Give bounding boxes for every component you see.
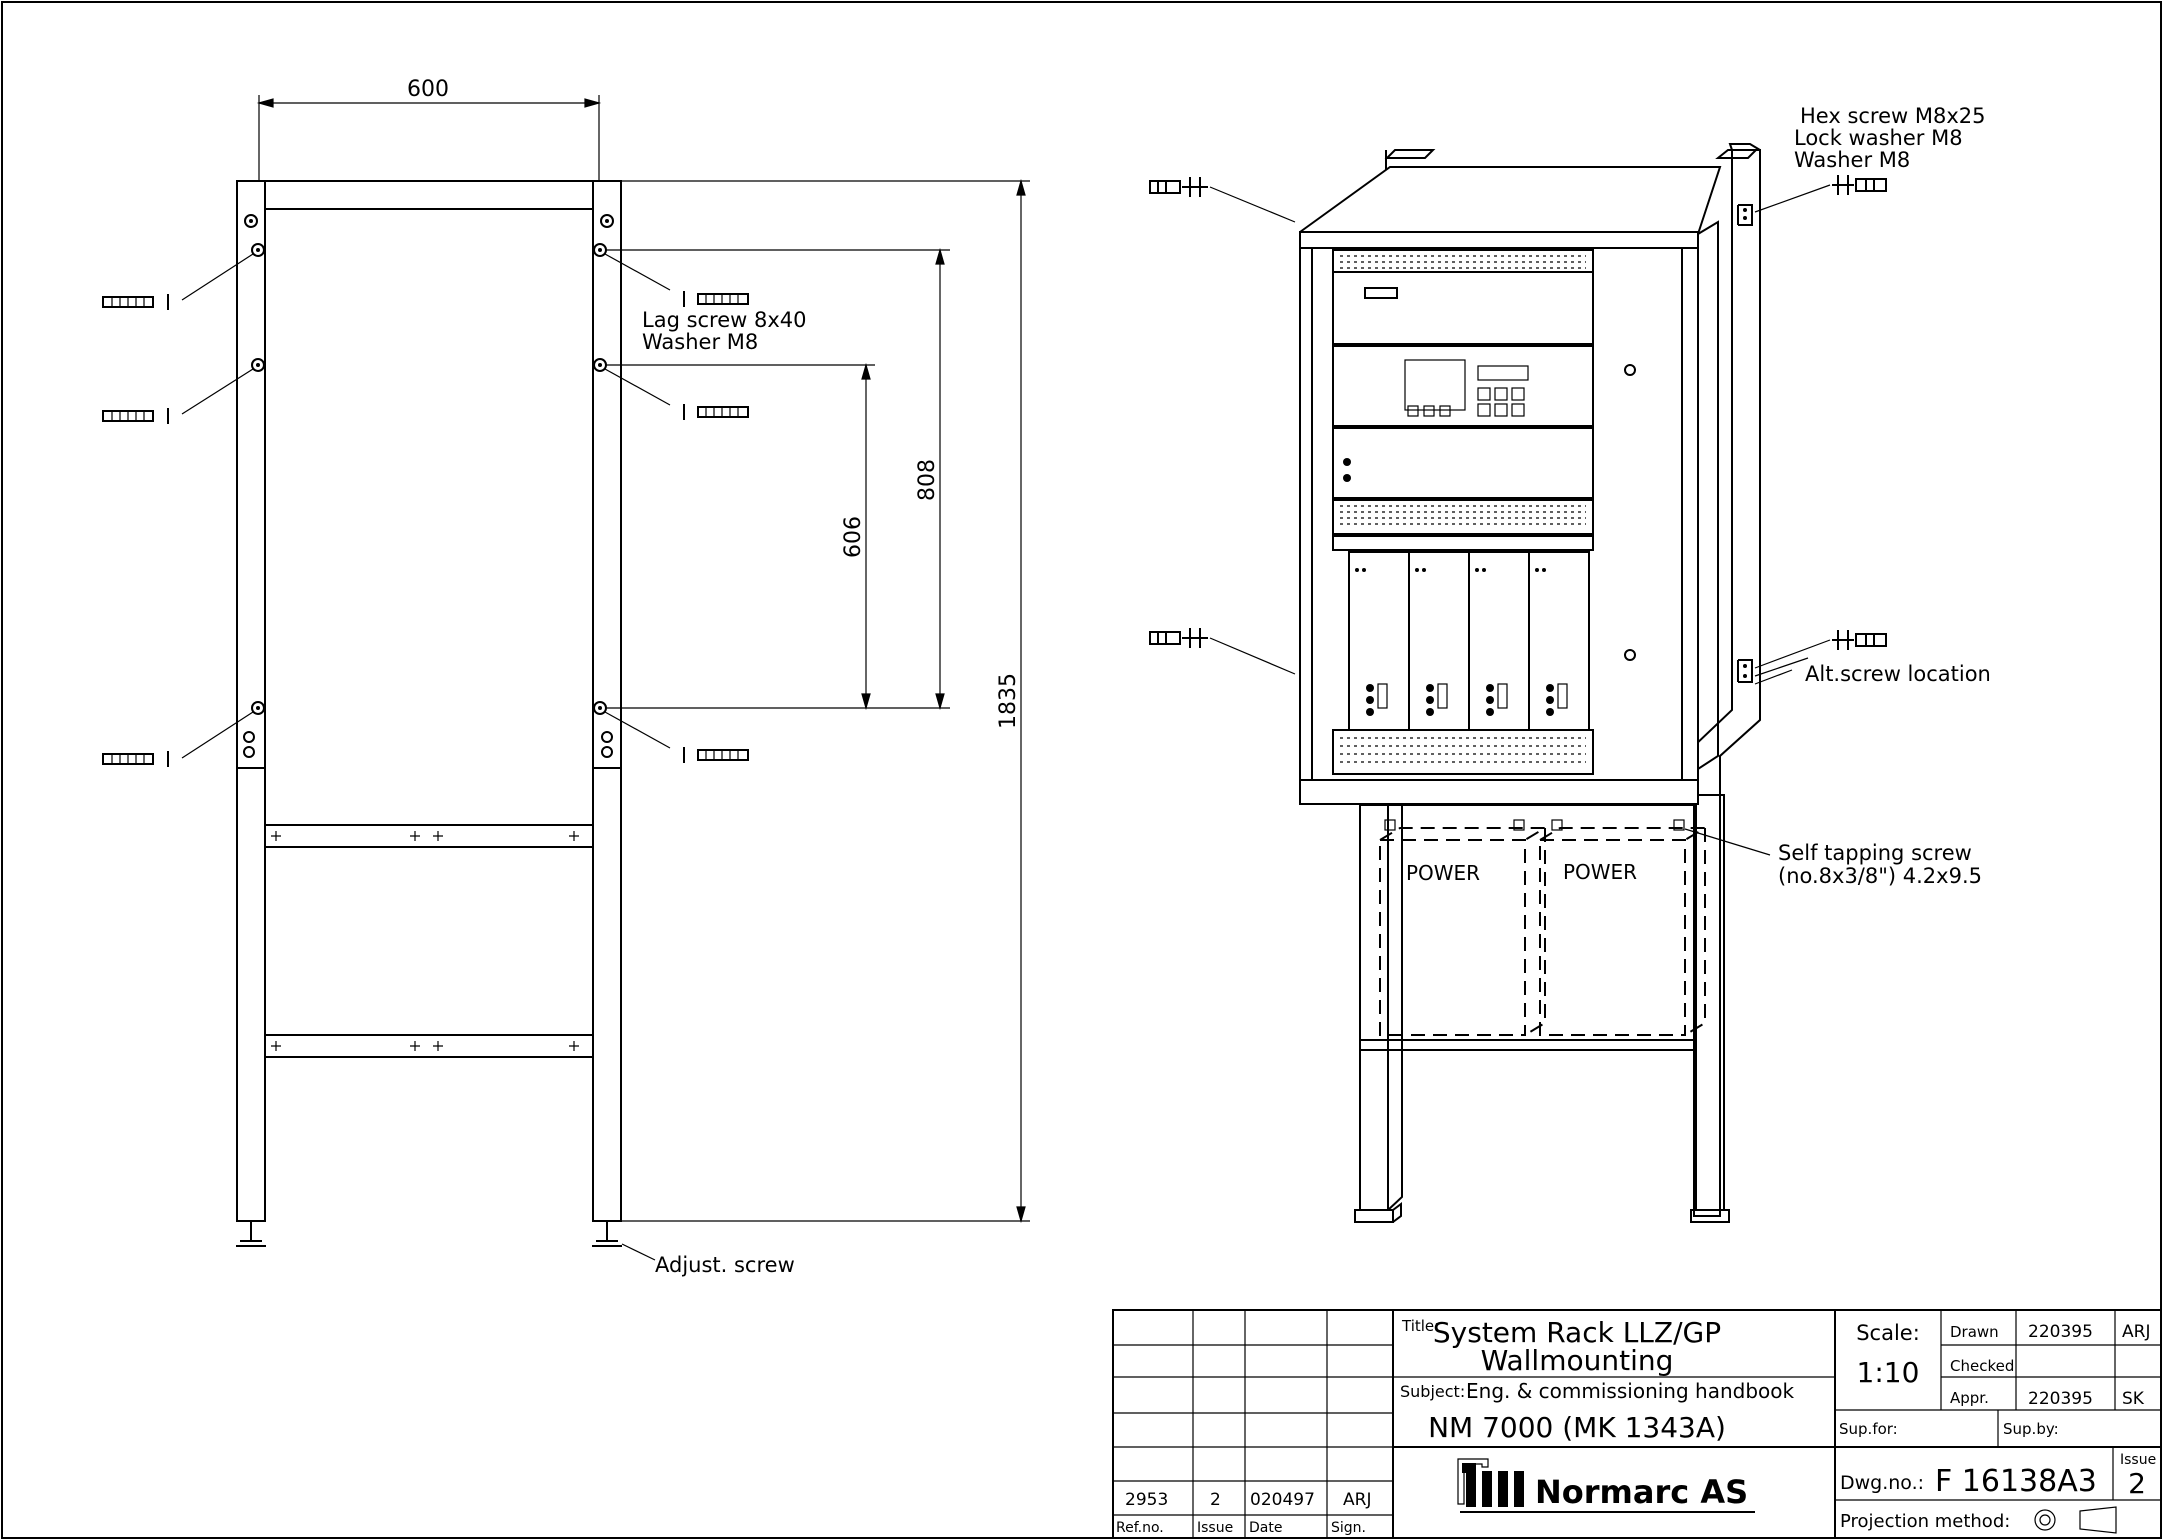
- hex-screws-right: [1737, 175, 1887, 685]
- drawn-date: 220395: [2028, 1322, 2093, 1342]
- dwg-number: F 16138A3: [1935, 1464, 2097, 1499]
- right-lag-screws: [604, 253, 749, 763]
- title-line-1: System Rack LLZ/GP: [1433, 1316, 1721, 1349]
- crossbar-rivets: [271, 831, 579, 1051]
- left-upright: [236, 180, 266, 1222]
- right-upright: [592, 180, 622, 1222]
- dim-606-text: 606: [841, 516, 866, 558]
- dim-width-text: 600: [407, 77, 449, 102]
- vent-top: [1340, 255, 1586, 269]
- sup-for: Sup.for:: [1839, 1420, 1898, 1438]
- adjust-screw-label: Adjust. screw: [655, 1253, 795, 1277]
- vent-middle: [1340, 505, 1586, 525]
- hex-screws-left: [1149, 177, 1296, 675]
- title-caption: Title:: [1401, 1317, 1439, 1335]
- control-panel: [1404, 359, 1529, 417]
- title-line-2: Wallmounting: [1481, 1344, 1674, 1377]
- rev-ref-no: 2953: [1125, 1490, 1168, 1510]
- normarc-logo: [1457, 1458, 1755, 1513]
- lock-washer-label: Lock washer M8: [1794, 126, 1963, 150]
- mounting-holes: [243, 243, 613, 758]
- power-label-2: POWER: [1563, 860, 1637, 884]
- scale-value: 1:10: [1857, 1356, 1920, 1389]
- dwg-caption: Dwg.no.:: [1840, 1472, 1924, 1494]
- rev-sign: ARJ: [1343, 1490, 1371, 1510]
- front-view: 600 1835 808 606 Lag screw 8x40 Washer M…: [102, 77, 1030, 1277]
- drawn-sign: ARJ: [2122, 1322, 2150, 1342]
- dimension-lines: [256, 95, 1030, 1224]
- top-crossbar: [264, 180, 594, 210]
- washer-label: Washer M8: [642, 330, 758, 354]
- washer-m8-label: Washer M8: [1794, 148, 1910, 172]
- dim-height-text: 1835: [996, 673, 1021, 729]
- issue-number: 2: [2128, 1467, 2146, 1500]
- crossbar-upper: [264, 824, 594, 848]
- col-issue: Issue: [1197, 1520, 1233, 1536]
- subject-line: Eng. & commissioning handbook: [1466, 1379, 1794, 1403]
- appr-caption: Appr.: [1950, 1389, 1989, 1407]
- title-block: 2953 2 020497 ARJ Ref.no. Issue Date Sig…: [1112, 1309, 2162, 1539]
- isometric-view: POWER POWER Hex screw M8x25 Lo: [1149, 104, 1991, 1223]
- alt-screw-label: Alt.screw location: [1805, 662, 1991, 686]
- lag-screw-label: Lag screw 8x40: [642, 308, 807, 332]
- crossbar-lower: [264, 1034, 594, 1058]
- power-supplies: [1379, 819, 1709, 1036]
- appr-date: 220395: [2028, 1389, 2093, 1409]
- issue-caption: Issue: [2120, 1452, 2156, 1468]
- dim-808-text: 808: [915, 459, 940, 501]
- company-name: Normarc AS: [1535, 1473, 1748, 1511]
- product-name: NM 7000 (MK 1343A): [1428, 1411, 1726, 1444]
- self-tapping-size-label: (no.8x3/8") 4.2x9.5: [1778, 864, 1982, 888]
- col-date: Date: [1249, 1520, 1282, 1536]
- scale-caption: Scale:: [1856, 1321, 1920, 1345]
- hex-screw-label: Hex screw M8x25: [1800, 104, 1986, 128]
- self-tapping-label: Self tapping screw: [1778, 841, 1972, 865]
- subject-caption: Subject:: [1400, 1382, 1465, 1401]
- power-label-1: POWER: [1406, 861, 1480, 885]
- left-lag-screws: [102, 253, 254, 767]
- cabinet-frame: [1299, 231, 1699, 805]
- projection-caption: Projection method:: [1840, 1511, 2010, 1532]
- rev-issue: 2: [1210, 1490, 1221, 1510]
- rev-date: 020497: [1250, 1490, 1315, 1510]
- projection-symbol: [2034, 1506, 2117, 1534]
- drawn-caption: Drawn: [1950, 1323, 1999, 1341]
- checked-caption: Checked: [1950, 1357, 2014, 1375]
- col-ref-no: Ref.no.: [1116, 1520, 1164, 1536]
- sup-by: Sup.by:: [2003, 1420, 2059, 1438]
- appr-sign: SK: [2122, 1389, 2145, 1409]
- vent-bottom: [1340, 737, 1586, 763]
- col-sign: Sign.: [1331, 1520, 1366, 1536]
